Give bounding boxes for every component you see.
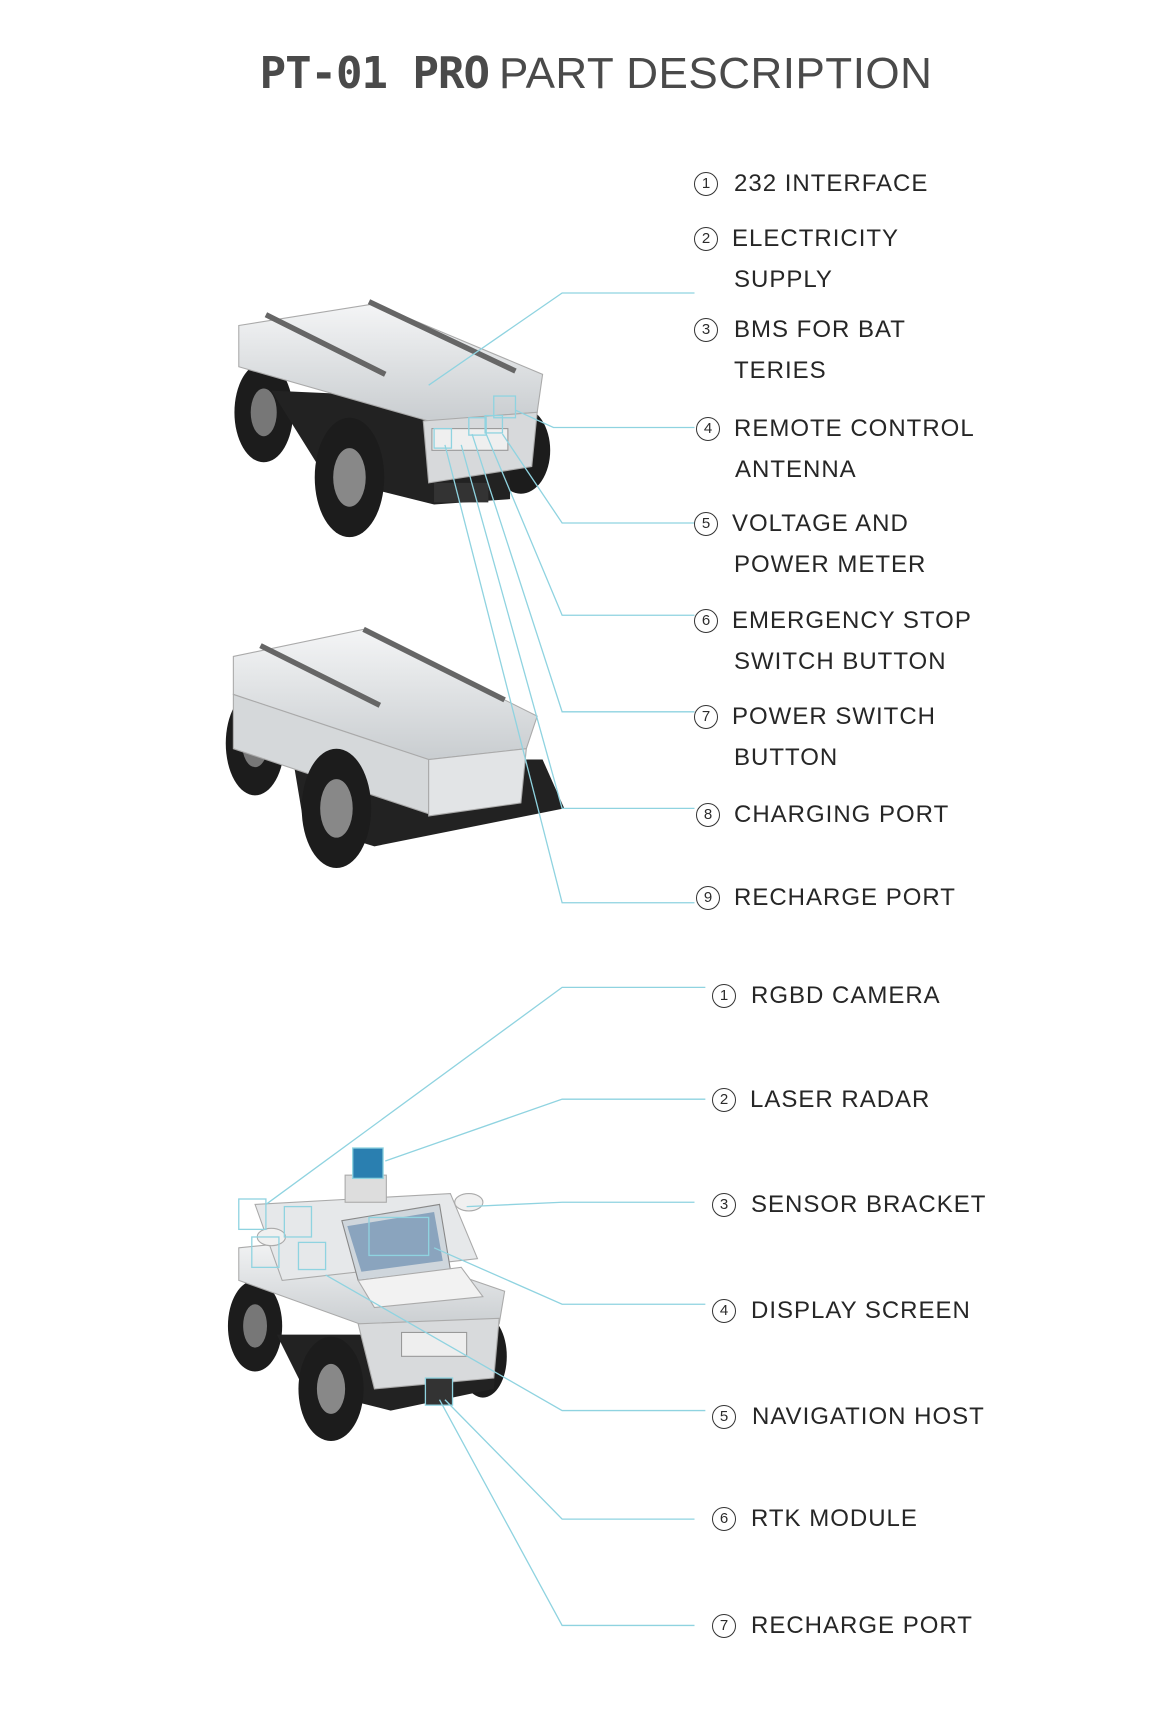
circled-number: 4 [712,1299,736,1323]
model-name: PT-01 PRO [259,48,490,99]
part-label: RECHARGE PORT [734,884,956,911]
circled-number: 6 [712,1507,736,1531]
part-label: 232 INTERFACE [734,170,929,197]
circled-number: 5 [712,1405,736,1429]
part-label: SUPPLY [734,266,833,293]
circled-number: 8 [696,803,720,827]
part-label: REMOTE CONTROL [734,415,975,442]
circled-number: 2 [712,1088,736,1112]
part-label: RTK MODULE [751,1505,918,1532]
circled-number: 3 [712,1193,736,1217]
leader-lines [238,292,706,1627]
circled-number: 1 [712,984,736,1008]
robot-base-rear-view [234,299,551,538]
circled-number: 5 [694,512,718,536]
part-label: SENSOR BRACKET [751,1191,987,1218]
part-label: ANTENNA [735,456,857,483]
part-label: EMERGENCY STOP [732,607,972,634]
part-label: LASER RADAR [750,1086,931,1113]
part-label: BUTTON [734,744,839,771]
part-label: ELECTRICITY [732,225,900,252]
circled-number: 9 [696,886,720,910]
circled-number: 6 [694,609,718,633]
circled-number: 7 [712,1614,736,1638]
robot-navigation-kit [227,1148,507,1441]
part-label: RGBD CAMERA [751,982,941,1009]
title-text: PART DESCRIPTION [499,49,933,98]
circled-number: 1 [694,172,718,196]
part-label: POWER SWITCH [732,703,936,730]
circled-number: 7 [694,705,718,729]
circled-number: 4 [696,417,720,441]
circled-number: 2 [694,227,718,251]
part-label: NAVIGATION HOST [752,1403,985,1430]
robot-base-front-view [225,626,565,869]
part-label: RECHARGE PORT [751,1612,973,1639]
part-label: VOLTAGE AND [732,510,909,537]
circled-number: 3 [694,318,718,342]
part-label: TERIES [734,357,827,384]
part-label: SWITCH BUTTON [734,648,947,675]
part-label: POWER METER [734,551,927,578]
part-label: DISPLAY SCREEN [751,1297,971,1324]
part-label: BMS FOR BAT [734,316,906,343]
part-label: CHARGING PORT [734,801,950,828]
